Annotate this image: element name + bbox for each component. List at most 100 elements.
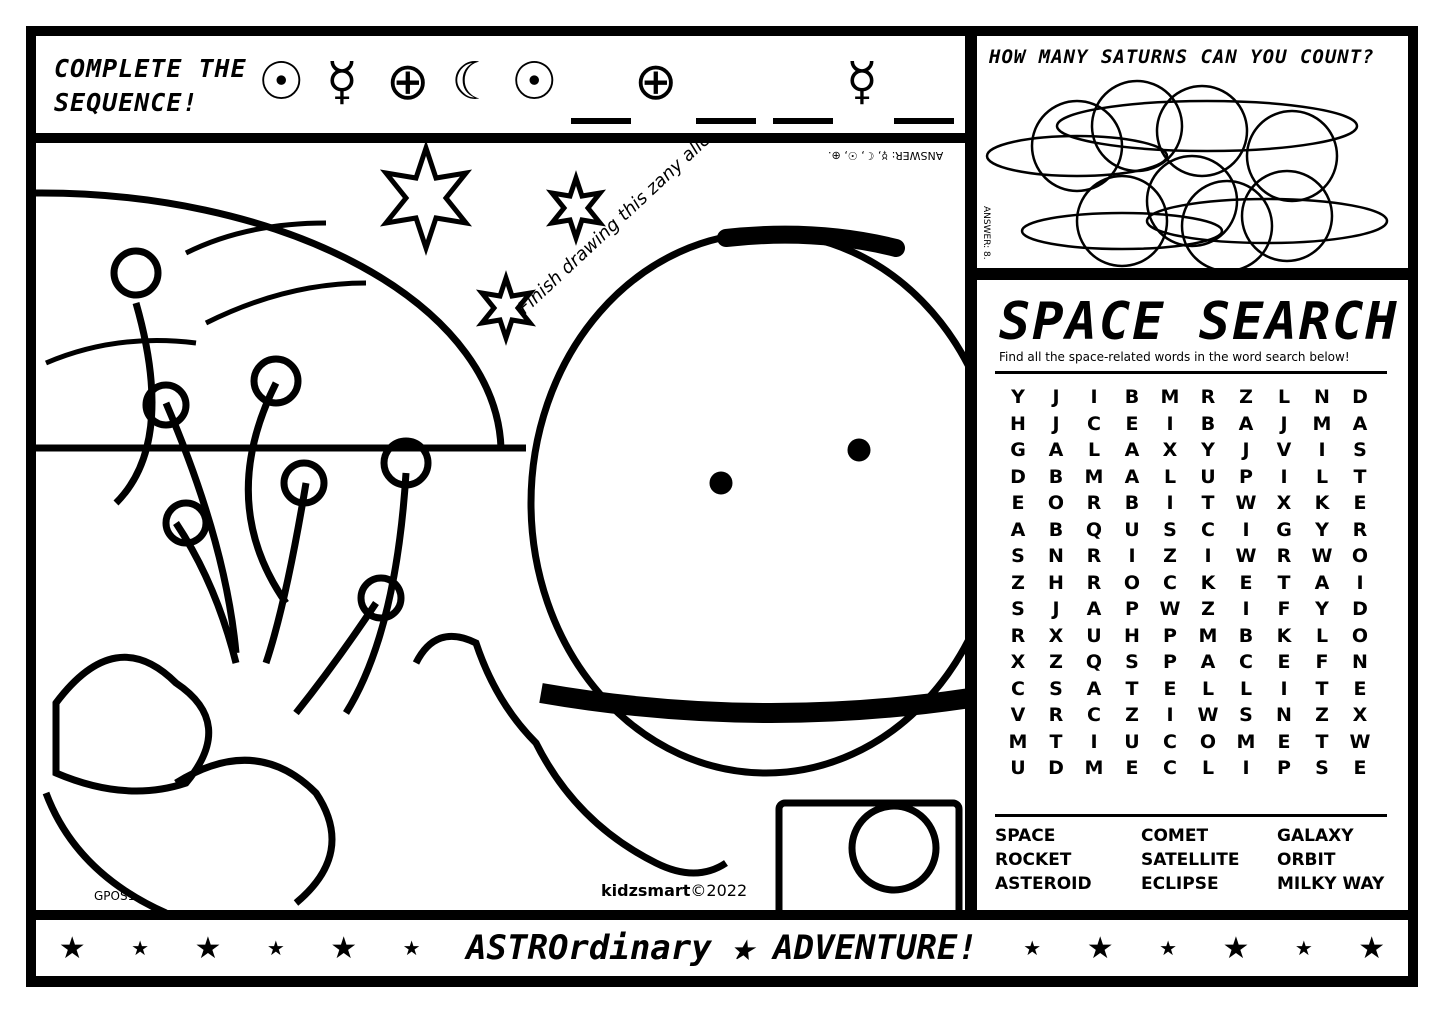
grid-letter[interactable]: A — [1124, 465, 1140, 488]
grid-letter[interactable]: F — [1277, 598, 1291, 620]
grid-letter[interactable]: T — [1277, 571, 1291, 594]
grid-letter[interactable]: B — [1124, 492, 1140, 514]
grid-letter[interactable]: I — [1280, 465, 1288, 488]
grid-letter[interactable]: V — [1010, 704, 1026, 726]
grid-letter[interactable]: W — [1311, 545, 1333, 567]
grid-letter[interactable]: X — [1010, 651, 1026, 673]
grid-letter[interactable]: I — [1090, 386, 1098, 408]
grid-letter[interactable]: U — [1200, 465, 1216, 488]
grid-letter[interactable]: Z — [1315, 704, 1329, 726]
grid-letter[interactable]: J — [1052, 598, 1060, 620]
grid-letter[interactable]: Z — [1163, 545, 1177, 567]
grid-letter[interactable]: H — [1048, 571, 1064, 594]
grid-letter[interactable]: V — [1276, 439, 1292, 461]
grid-letter[interactable]: C — [1163, 571, 1177, 594]
grid-letter[interactable]: A — [1238, 412, 1254, 435]
grid-letter[interactable]: L — [1201, 677, 1215, 700]
grid-letter[interactable]: C — [1011, 677, 1025, 700]
grid-letter[interactable]: T — [1353, 465, 1367, 488]
grid-letter[interactable]: Q — [1085, 651, 1103, 673]
grid-letter[interactable]: P — [1277, 757, 1291, 779]
grid-letter[interactable]: U — [1124, 518, 1140, 541]
grid-letter[interactable]: I — [1204, 545, 1212, 567]
grid-letter[interactable]: J — [1280, 412, 1288, 435]
grid-letter[interactable]: L — [1315, 624, 1329, 647]
grid-letter[interactable]: H — [1010, 412, 1026, 435]
grid-letter[interactable]: T — [1125, 677, 1139, 700]
grid-letter[interactable]: E — [1125, 412, 1139, 435]
grid-letter[interactable]: M — [1236, 730, 1256, 753]
grid-letter[interactable]: L — [1239, 677, 1253, 700]
grid-letter[interactable]: Y — [1201, 439, 1215, 461]
grid-letter[interactable]: P — [1239, 465, 1253, 488]
grid-letter[interactable]: B — [1048, 518, 1064, 541]
grid-letter[interactable]: N — [1048, 545, 1064, 567]
grid-letter[interactable]: S — [1239, 704, 1253, 726]
grid-letter[interactable]: Z — [1239, 386, 1253, 408]
grid-letter[interactable]: S — [1125, 651, 1139, 673]
grid-letter[interactable]: W — [1235, 545, 1257, 567]
grid-letter[interactable]: T — [1201, 492, 1215, 514]
grid-letter[interactable]: J — [1242, 439, 1250, 461]
grid-letter[interactable]: N — [1276, 704, 1292, 726]
answer-blank[interactable] — [773, 118, 833, 124]
grid-letter[interactable]: A — [1352, 412, 1368, 435]
grid-letter[interactable]: R — [1048, 704, 1064, 726]
grid-letter[interactable]: K — [1276, 624, 1292, 647]
grid-letter[interactable]: Z — [1201, 598, 1215, 620]
grid-letter[interactable]: I — [1280, 677, 1288, 700]
grid-letter[interactable]: P — [1163, 651, 1177, 673]
grid-letter[interactable]: D — [1352, 386, 1368, 408]
grid-letter[interactable]: E — [1353, 757, 1367, 779]
grid-letter[interactable]: I — [1242, 757, 1250, 779]
grid-letter[interactable]: L — [1087, 439, 1101, 461]
grid-letter[interactable]: S — [1011, 598, 1025, 620]
grid-letter[interactable]: F — [1315, 651, 1329, 673]
grid-letter[interactable]: H — [1124, 624, 1140, 647]
grid-letter[interactable]: P — [1125, 598, 1139, 620]
grid-letter[interactable]: X — [1048, 624, 1064, 647]
grid-letter[interactable]: I — [1166, 492, 1174, 514]
grid-letter[interactable]: Z — [1125, 704, 1139, 726]
grid-letter[interactable]: A — [1314, 571, 1330, 594]
grid-letter[interactable]: B — [1200, 412, 1216, 435]
grid-letter[interactable]: R — [1010, 624, 1026, 647]
grid-letter[interactable]: A — [1086, 598, 1102, 620]
grid-letter[interactable]: G — [1276, 518, 1292, 541]
grid-letter[interactable]: W — [1159, 598, 1181, 620]
grid-letter[interactable]: S — [1353, 439, 1367, 461]
grid-letter[interactable]: M — [1312, 412, 1332, 435]
grid-letter[interactable]: N — [1352, 651, 1368, 673]
grid-letter[interactable]: A — [1048, 439, 1064, 461]
grid-letter[interactable]: I — [1242, 598, 1250, 620]
grid-letter[interactable]: U — [1010, 757, 1026, 779]
grid-letter[interactable]: X — [1276, 492, 1292, 514]
grid-letter[interactable]: C — [1087, 704, 1101, 726]
grid-letter[interactable]: E — [1277, 651, 1291, 673]
grid-letter[interactable]: E — [1125, 757, 1139, 779]
grid-letter[interactable]: W — [1197, 704, 1219, 726]
grid-letter[interactable]: M — [1160, 386, 1180, 408]
grid-letter[interactable]: A — [1010, 518, 1026, 541]
grid-letter[interactable]: L — [1201, 757, 1215, 779]
grid-letter[interactable]: O — [1351, 624, 1369, 647]
grid-letter[interactable]: K — [1200, 571, 1216, 594]
grid-letter[interactable]: T — [1315, 677, 1329, 700]
grid-letter[interactable]: W — [1349, 730, 1371, 753]
grid-letter[interactable]: X — [1162, 439, 1178, 461]
grid-letter[interactable]: C — [1163, 757, 1177, 779]
grid-letter[interactable]: Y — [1315, 518, 1329, 541]
grid-letter[interactable]: E — [1011, 492, 1025, 514]
grid-letter[interactable]: S — [1315, 757, 1329, 779]
grid-letter[interactable]: W — [1235, 492, 1257, 514]
grid-letter[interactable]: I — [1090, 730, 1098, 753]
grid-letter[interactable]: O — [1123, 571, 1141, 594]
grid-letter[interactable]: P — [1163, 624, 1177, 647]
grid-letter[interactable]: E — [1277, 730, 1291, 753]
grid-letter[interactable]: R — [1086, 492, 1102, 514]
grid-letter[interactable]: A — [1086, 677, 1102, 700]
grid-letter[interactable]: O — [1047, 492, 1065, 514]
grid-letter[interactable]: R — [1352, 518, 1368, 541]
grid-letter[interactable]: S — [1163, 518, 1177, 541]
